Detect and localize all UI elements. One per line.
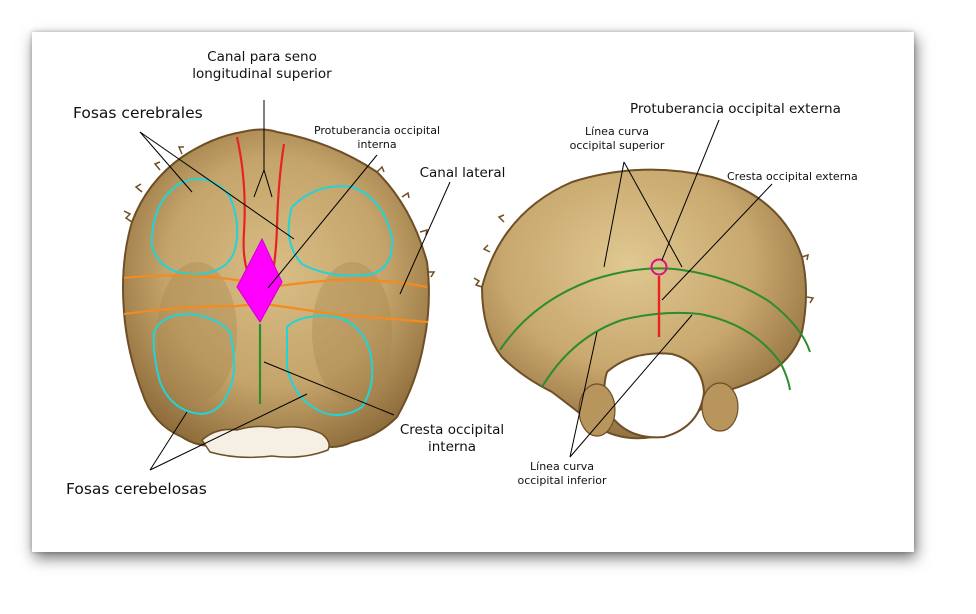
label-linea-superior: Línea curva occipital superior — [569, 125, 665, 152]
label-cresta-externa: Cresta occipital externa — [727, 170, 858, 183]
label-canal-seno: Canal para seno longitudinal superior — [192, 49, 332, 82]
occipital-bone-external-view-icon — [473, 168, 815, 440]
figure-card: Canal para seno longitudinal superior Fo… — [32, 32, 914, 552]
label-fosas-cerebrales: Fosas cerebrales — [73, 104, 203, 122]
leader-lines — [139, 100, 773, 471]
label-fosas-cerebelosas: Fosas cerebelosas — [66, 480, 207, 498]
occipital-bone-figure — [122, 100, 815, 471]
occipital-bone-internal-view-icon — [122, 128, 436, 459]
label-protuberancia-externa: Protuberancia occipital externa — [630, 101, 841, 117]
label-protuberancia-interna: Protuberancia occipital interna — [313, 124, 441, 151]
label-cresta-interna: Cresta occipital interna — [399, 422, 505, 455]
label-linea-inferior: Línea curva occipital inferior — [517, 460, 607, 487]
label-canal-lateral: Canal lateral — [419, 165, 506, 181]
